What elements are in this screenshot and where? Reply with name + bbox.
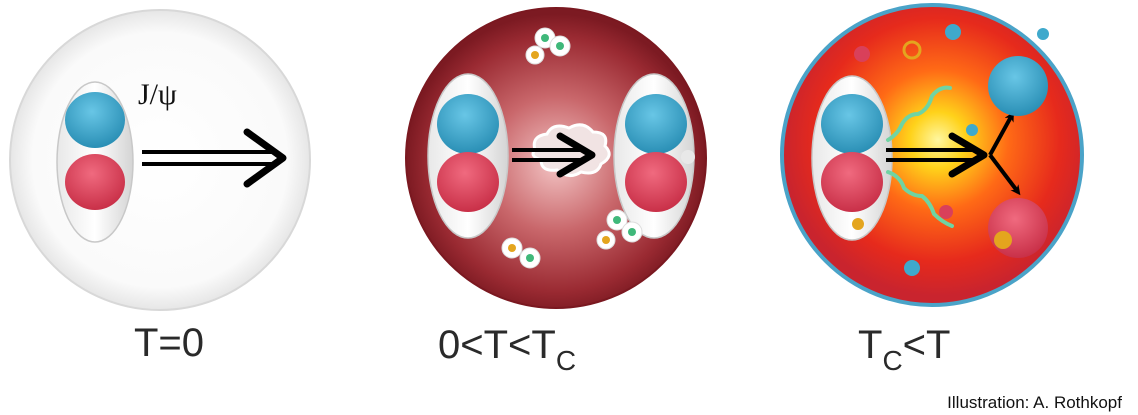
panel-qgp bbox=[780, 3, 1084, 307]
panel-vacuum: J/ψ bbox=[9, 9, 311, 311]
free-charm-quark bbox=[988, 56, 1048, 116]
caption-above-critical: TC<T bbox=[858, 323, 951, 376]
plasma-particle bbox=[852, 218, 864, 230]
charm-quark-blue bbox=[65, 92, 125, 148]
anticharm-quark-red-left bbox=[437, 152, 499, 212]
anticharm-quark-red-right bbox=[625, 152, 687, 212]
charm-quark-blue-left bbox=[437, 94, 499, 154]
panel-hadron-gas bbox=[405, 7, 707, 309]
gluon-string-upper bbox=[886, 85, 952, 142]
vacuum-disk bbox=[9, 9, 311, 311]
plasma-particle bbox=[854, 46, 870, 62]
hadron-blob bbox=[681, 150, 695, 164]
gluon-string-lower bbox=[886, 170, 954, 228]
plasma-particle bbox=[966, 124, 978, 136]
plasma-particle bbox=[904, 260, 920, 276]
caption-below-critical: 0<T<TC bbox=[438, 323, 577, 376]
hadron-cluster-left bbox=[501, 237, 541, 269]
plasma-particle bbox=[994, 231, 1012, 249]
anticharm-quark-red bbox=[65, 154, 125, 210]
free-anticharm-quark bbox=[988, 198, 1048, 258]
jpsi-label: J/ψ bbox=[138, 78, 177, 111]
hadron-cluster-right bbox=[596, 209, 643, 250]
caption-t-zero: T=0 bbox=[134, 321, 205, 365]
charm-quark-blue bbox=[821, 94, 883, 154]
plasma-particle bbox=[945, 24, 961, 40]
hadron-cluster-top bbox=[525, 27, 571, 65]
charm-quark-blue-right bbox=[625, 94, 687, 154]
illustration-credit: Illustration: A. Rothkopf bbox=[947, 393, 1122, 412]
plasma-particle bbox=[1037, 28, 1049, 40]
plasma-particle bbox=[939, 205, 953, 219]
anticharm-quark-red bbox=[821, 152, 883, 212]
plasma-particle bbox=[902, 40, 922, 60]
motion-arrow bbox=[142, 128, 287, 188]
motion-arrow bbox=[886, 111, 1021, 196]
motion-arrow bbox=[512, 132, 596, 178]
